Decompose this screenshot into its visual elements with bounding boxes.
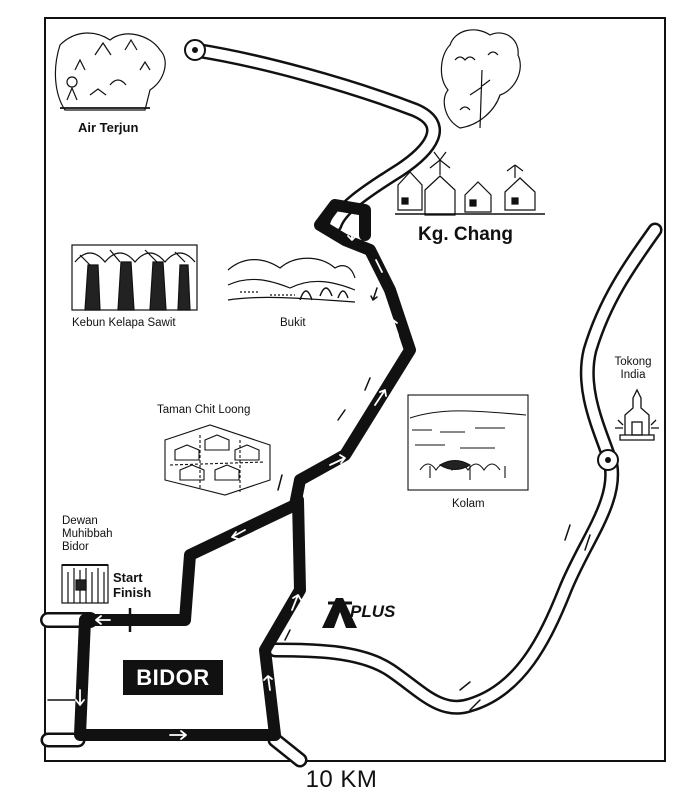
hills-picture [227, 257, 356, 303]
oil-palm-picture [71, 244, 198, 311]
label-dewan-muhibbah-bidor: Dewan Muhibbah Bidor [62, 515, 113, 555]
label-kebun-kelapa-sawit: Kebun Kelapa Sawit [72, 317, 176, 329]
forest-picture [440, 29, 521, 129]
village-houses-picture [395, 151, 545, 216]
label-kolam: Kolam [452, 498, 485, 510]
route-line-2 [74, 494, 306, 741]
label-bidor-town: BIDOR [123, 660, 223, 695]
route-arrows [75, 227, 399, 740]
side-arrows [277, 287, 591, 711]
label-start: Start [113, 570, 143, 585]
route-distance-label: 10 KM [305, 766, 378, 793]
hall-building-picture [61, 564, 109, 604]
label-air-terjun: Air Terjun [78, 120, 139, 135]
housing-estate-picture [164, 424, 271, 496]
label-plus: PLUS [350, 602, 396, 621]
label-dewan: Dewan [62, 515, 98, 527]
waterfall-picture [54, 32, 166, 111]
pond-picture [407, 394, 529, 491]
label-bidor-small: Bidor [62, 541, 89, 554]
route-line [124, 199, 416, 626]
label-taman-chit-loong: Taman Chit Loong [157, 404, 251, 416]
label-tokong: Tokong [614, 356, 652, 368]
plus-highway-logo [322, 598, 357, 628]
temple-picture [615, 388, 659, 441]
label-kg-chang: Kg. Chang [418, 224, 513, 245]
map-frame [44, 17, 666, 762]
label-start-finish: Start Finish [113, 570, 152, 601]
label-bukit: Bukit [280, 317, 306, 329]
race-route [74, 199, 416, 741]
label-tokong-india: Tokong India [608, 356, 658, 382]
label-india: India [620, 369, 646, 382]
label-finish: Finish [113, 584, 152, 600]
label-muhibbah: Muhibbah [62, 528, 113, 541]
roads [40, 39, 663, 768]
